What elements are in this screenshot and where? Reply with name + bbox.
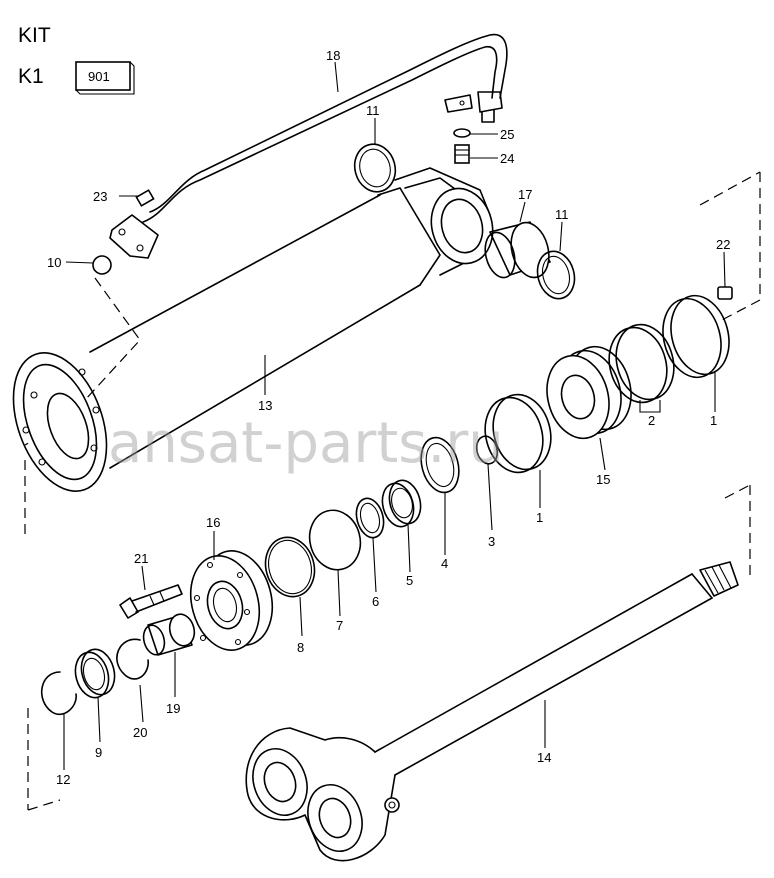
callout-21: 21 xyxy=(134,551,148,566)
callout-24: 24 xyxy=(500,151,514,166)
leader-lines xyxy=(63,61,726,770)
callout-7: 7 xyxy=(336,618,343,633)
callout-10: 10 xyxy=(47,255,61,270)
seal-set-2 xyxy=(608,323,675,413)
callout-16: 16 xyxy=(206,515,220,530)
flange-block-23 xyxy=(109,189,159,259)
callout-19: 19 xyxy=(166,701,180,716)
callout-14: 14 xyxy=(537,750,551,765)
callout-1-lower: 1 xyxy=(536,510,543,525)
seal-5 xyxy=(381,479,422,528)
piston-rod-14 xyxy=(245,561,739,862)
callout-23: 23 xyxy=(93,189,107,204)
callout-numbers: 18 11 23 10 25 24 17 11 22 1 13 2 15 1 3… xyxy=(47,48,730,787)
washer-25 xyxy=(453,128,471,138)
kit-code-text: 901 xyxy=(88,69,110,84)
o-ring-8 xyxy=(264,536,316,598)
callout-5: 5 xyxy=(406,573,413,588)
seal-ring-11-top xyxy=(353,143,397,193)
seal-3 xyxy=(475,435,499,465)
cylinder-head-16 xyxy=(189,550,274,651)
ball-10 xyxy=(92,255,112,275)
cylinder-tube-13 xyxy=(12,167,494,492)
callout-6: 6 xyxy=(372,594,379,609)
callout-18: 18 xyxy=(326,48,340,63)
center-lines xyxy=(24,171,761,811)
wear-ring-1-right xyxy=(662,294,730,379)
callout-25: 25 xyxy=(500,127,514,142)
callout-1-right: 1 xyxy=(710,413,717,428)
callout-20: 20 xyxy=(133,725,147,740)
fitting-24 xyxy=(454,144,470,164)
callout-17: 17 xyxy=(518,187,532,202)
callout-4: 4 xyxy=(441,556,448,571)
callout-15: 15 xyxy=(596,472,610,487)
watermark-text: ansat-parts.ru xyxy=(108,411,504,476)
callout-9: 9 xyxy=(95,745,102,760)
wear-ring-1-lower xyxy=(484,393,552,474)
dust-seal-9 xyxy=(74,648,116,699)
callout-3: 3 xyxy=(488,534,495,549)
callout-12: 12 xyxy=(56,772,70,787)
ring-4 xyxy=(420,436,460,494)
callout-11-top: 11 xyxy=(366,103,380,118)
ring-6 xyxy=(355,497,385,539)
snap-ring-20 xyxy=(116,638,149,680)
pipe-18 xyxy=(142,33,508,223)
snap-ring-12 xyxy=(40,671,77,716)
k1-label: K1 xyxy=(18,65,44,88)
kit-label: KIT xyxy=(18,24,51,47)
callout-11-right: 11 xyxy=(555,207,569,222)
callout-22: 22 xyxy=(716,237,730,252)
bolt-21 xyxy=(119,584,183,619)
piston-15 xyxy=(546,345,632,440)
shim-7 xyxy=(308,509,362,571)
callout-8: 8 xyxy=(297,640,304,655)
callout-13: 13 xyxy=(258,398,272,413)
seal-ring-11-right xyxy=(536,250,576,300)
bushing-19 xyxy=(142,613,196,656)
plug-22 xyxy=(717,286,733,300)
callout-2: 2 xyxy=(648,413,655,428)
kit-code-box: 901 xyxy=(75,61,135,95)
